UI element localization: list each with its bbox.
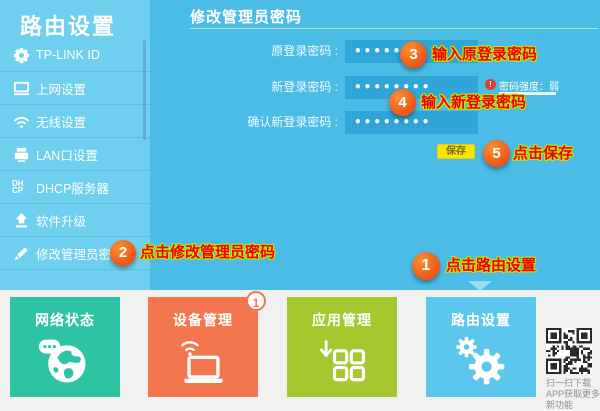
sidebar-item-internet-settings[interactable]: 上网设置	[0, 72, 150, 105]
sidebar-item-dhcp-server[interactable]: DH CP DHCP服务器	[0, 171, 150, 204]
sidebar-item-firmware-upgrade[interactable]: 软件升级	[0, 204, 150, 237]
sidebar-item-label: 修改管理员密码	[36, 247, 124, 262]
dashboard-tiles: 网络状态 设备管理	[0, 290, 600, 411]
printer-icon	[12, 144, 36, 164]
tile-title: 应用管理	[312, 312, 372, 328]
main-panel: 修改管理员密码 原登录密码 : •••••• 新登录密码 : •••••••• …	[150, 0, 600, 291]
sidebar-title: 路由设置	[20, 14, 117, 39]
annotation-step-2-text: 点击修改管理员密码	[140, 244, 276, 261]
annotation-step-1-badge: 1	[412, 252, 440, 280]
sidebar-item-lan-settings[interactable]: LAN口设置	[0, 138, 150, 171]
confirm-password-input[interactable]: ••••••••	[345, 111, 478, 134]
tile-title: 网络状态	[35, 312, 95, 328]
upload-icon	[12, 210, 36, 230]
pencil-icon	[12, 243, 36, 263]
password-strength-label: 密码强度：弱	[499, 82, 559, 93]
sidebar-item-wireless-settings[interactable]: 无线设置	[0, 105, 150, 138]
new-password-input[interactable]: ••••••••	[345, 76, 478, 99]
new-password-label: 新登录密码 :	[271, 80, 338, 94]
apps-grid-icon	[287, 334, 397, 390]
tile-title: 路由设置	[451, 312, 511, 328]
tile-title: 设备管理	[173, 312, 233, 328]
monitor-icon	[12, 78, 36, 98]
active-tab-pointer	[468, 281, 492, 291]
annotation-step-4-text: 输入新登录密码	[421, 94, 527, 111]
sidebar-item-label: 上网设置	[36, 82, 87, 97]
annotation-step-1-text: 点击路由设置	[446, 257, 537, 274]
annotation-step-5-badge: 5	[483, 140, 510, 167]
sidebar: 路由设置 TP-LINK ID	[0, 0, 150, 290]
tile-app-management[interactable]: 应用管理	[287, 297, 397, 397]
sidebar-item-label: 软件升级	[36, 214, 87, 229]
save-button[interactable]: 保存	[437, 144, 475, 159]
alert-icon: !	[485, 79, 496, 90]
sidebar-item-label: 无线设置	[36, 115, 87, 130]
gears-icon	[426, 334, 536, 390]
qr-code	[546, 328, 592, 374]
password-strength-bar	[499, 92, 556, 95]
sidebar-item-tplink-id[interactable]: TP-LINK ID	[0, 39, 150, 72]
old-password-label: 原登录密码 :	[271, 44, 338, 58]
qr-caption: 扫一扫下载 APP获取更多 新功能	[546, 378, 600, 410]
tile-device-management[interactable]: 设备管理	[148, 297, 258, 397]
annotation-step-5-text: 点击保存	[513, 145, 574, 162]
sidebar-scrollbar[interactable]	[143, 40, 146, 140]
annotation-step-3-badge: 3	[400, 41, 427, 68]
laptop-wifi-icon	[148, 334, 258, 390]
page-title: 修改管理员密码	[190, 9, 303, 26]
annotation-step-3-text: 输入原登录密码	[432, 46, 538, 63]
dhcp-icon: DH CP	[12, 179, 24, 195]
device-count-badge: 1	[246, 291, 266, 311]
sidebar-item-label: DHCP服务器	[36, 181, 109, 196]
sidebar-menu: TP-LINK ID 上网设置 无线设置	[0, 39, 150, 270]
gear-icon	[12, 45, 36, 65]
heading-divider	[190, 28, 598, 29]
wifi-icon	[12, 111, 36, 131]
annotation-step-4-badge: 4	[389, 89, 416, 116]
tile-network-status[interactable]: 网络状态	[10, 297, 120, 397]
annotation-step-2-badge: 2	[110, 240, 136, 266]
globe-icon	[10, 334, 120, 390]
sidebar-item-label: LAN口设置	[36, 148, 98, 163]
sidebar-item-label: TP-LINK ID	[36, 48, 100, 62]
confirm-password-label: 确认新登录密码 :	[247, 115, 338, 129]
tile-router-settings[interactable]: 路由设置	[426, 297, 536, 397]
